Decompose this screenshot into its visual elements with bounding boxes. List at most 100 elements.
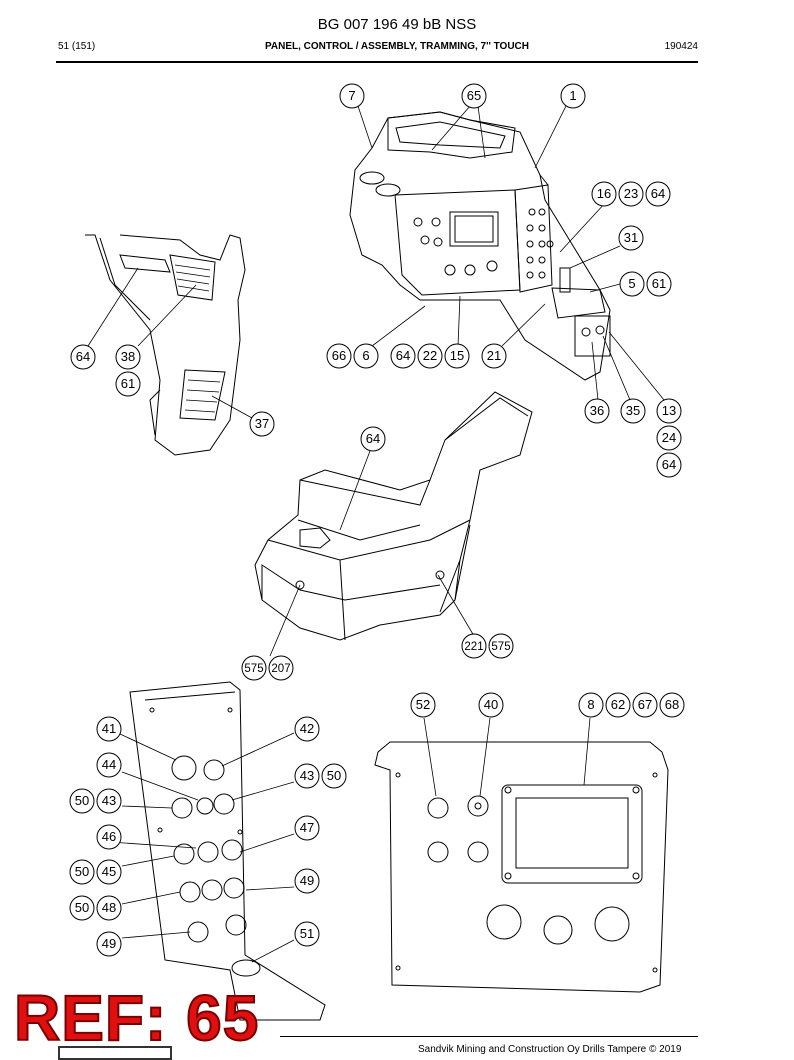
header-rule	[56, 61, 698, 63]
page-number: 51 (151)	[58, 41, 96, 52]
svg-text:52: 52	[416, 697, 430, 712]
svg-text:64: 64	[662, 457, 676, 472]
svg-text:575: 575	[244, 663, 263, 675]
callout-64: 64	[360, 426, 386, 452]
svg-text:64: 64	[76, 349, 90, 364]
callout-46: 46	[96, 824, 122, 850]
svg-text:5: 5	[628, 276, 635, 291]
svg-text:50: 50	[75, 900, 89, 915]
callout-68: 68	[659, 692, 685, 718]
callout-50: 50	[69, 859, 95, 885]
callout-207: 207	[268, 655, 294, 681]
callout-40: 40	[478, 692, 504, 718]
callout-38: 38	[115, 344, 141, 370]
callout-24: 24	[656, 425, 682, 451]
svg-text:40: 40	[484, 697, 498, 712]
callout-61: 61	[646, 271, 672, 297]
svg-text:64: 64	[396, 348, 410, 363]
callout-50: 50	[69, 895, 95, 921]
svg-text:37: 37	[255, 416, 269, 431]
callout-64: 64	[70, 344, 96, 370]
callout-575: 575	[488, 633, 514, 659]
callout-221: 221	[461, 633, 487, 659]
svg-text:50: 50	[75, 793, 89, 808]
svg-text:35: 35	[626, 403, 640, 418]
svg-text:50: 50	[75, 864, 89, 879]
document-number: BG 007 196 49 bB NSS	[317, 16, 477, 33]
callout-36: 36	[584, 398, 610, 424]
callout-48: 48	[96, 895, 122, 921]
svg-text:22: 22	[423, 348, 437, 363]
svg-text:207: 207	[271, 663, 290, 675]
svg-text:13: 13	[662, 403, 676, 418]
svg-text:7: 7	[348, 88, 355, 103]
svg-text:31: 31	[624, 230, 638, 245]
svg-text:64: 64	[366, 431, 380, 446]
svg-text:47: 47	[300, 820, 314, 835]
button-panel	[129, 681, 326, 1021]
callout-44: 44	[96, 752, 122, 778]
housing-assembly	[254, 391, 533, 641]
svg-text:66: 66	[332, 348, 346, 363]
callout-37: 37	[249, 411, 275, 437]
svg-text:15: 15	[450, 348, 464, 363]
svg-text:23: 23	[624, 186, 638, 201]
callout-50: 50	[321, 763, 347, 789]
callout-49: 49	[294, 868, 320, 894]
callout-41: 41	[96, 716, 122, 742]
svg-text:36: 36	[590, 403, 604, 418]
svg-text:42: 42	[300, 721, 314, 736]
callout-45: 45	[96, 859, 122, 885]
callout-61: 61	[115, 371, 141, 397]
front-panel	[374, 741, 669, 993]
svg-text:67: 67	[638, 697, 652, 712]
callout-8: 8	[578, 692, 604, 718]
callout-67: 67	[632, 692, 658, 718]
callout-50: 50	[69, 788, 95, 814]
callout-1: 1	[560, 83, 586, 109]
leader-lines	[87, 105, 665, 963]
callout-7: 7	[339, 83, 365, 109]
svg-text:65: 65	[467, 88, 481, 103]
svg-text:16: 16	[597, 186, 611, 201]
callout-5: 5	[619, 271, 645, 297]
callout-64: 64	[390, 343, 416, 369]
svg-text:49: 49	[300, 873, 314, 888]
revision-date: 190424	[664, 41, 698, 52]
callout-22: 22	[417, 343, 443, 369]
svg-text:46: 46	[102, 829, 116, 844]
copyright-footer: Sandvik Mining and Construction Oy Drill…	[418, 1044, 682, 1055]
svg-text:1: 1	[569, 88, 576, 103]
svg-text:43: 43	[102, 793, 116, 808]
svg-text:61: 61	[652, 276, 666, 291]
svg-text:43: 43	[300, 768, 314, 783]
callout-6: 6	[353, 343, 379, 369]
svg-text:61: 61	[121, 376, 135, 391]
svg-text:62: 62	[611, 697, 625, 712]
callout-66: 66	[326, 343, 352, 369]
svg-text:221: 221	[464, 641, 483, 653]
callout-43: 43	[96, 788, 122, 814]
callout-13: 13	[656, 398, 682, 424]
svg-text:41: 41	[102, 721, 116, 736]
callout-15: 15	[444, 343, 470, 369]
control-panel-assembly	[349, 111, 611, 381]
svg-text:575: 575	[491, 641, 510, 653]
svg-text:68: 68	[665, 697, 679, 712]
callout-31: 31	[618, 225, 644, 251]
svg-text:38: 38	[121, 349, 135, 364]
svg-text:6: 6	[362, 348, 369, 363]
callout-16: 16	[591, 181, 617, 207]
callout-575: 575	[241, 655, 267, 681]
svg-text:8: 8	[587, 697, 594, 712]
callout-42: 42	[294, 716, 320, 742]
side-section-view	[85, 234, 246, 456]
callout-51: 51	[294, 921, 320, 947]
callout-49: 49	[96, 931, 122, 957]
callout-62: 62	[605, 692, 631, 718]
svg-text:44: 44	[102, 757, 116, 772]
callout-64: 64	[645, 181, 671, 207]
svg-text:49: 49	[102, 936, 116, 951]
svg-text:21: 21	[487, 348, 501, 363]
